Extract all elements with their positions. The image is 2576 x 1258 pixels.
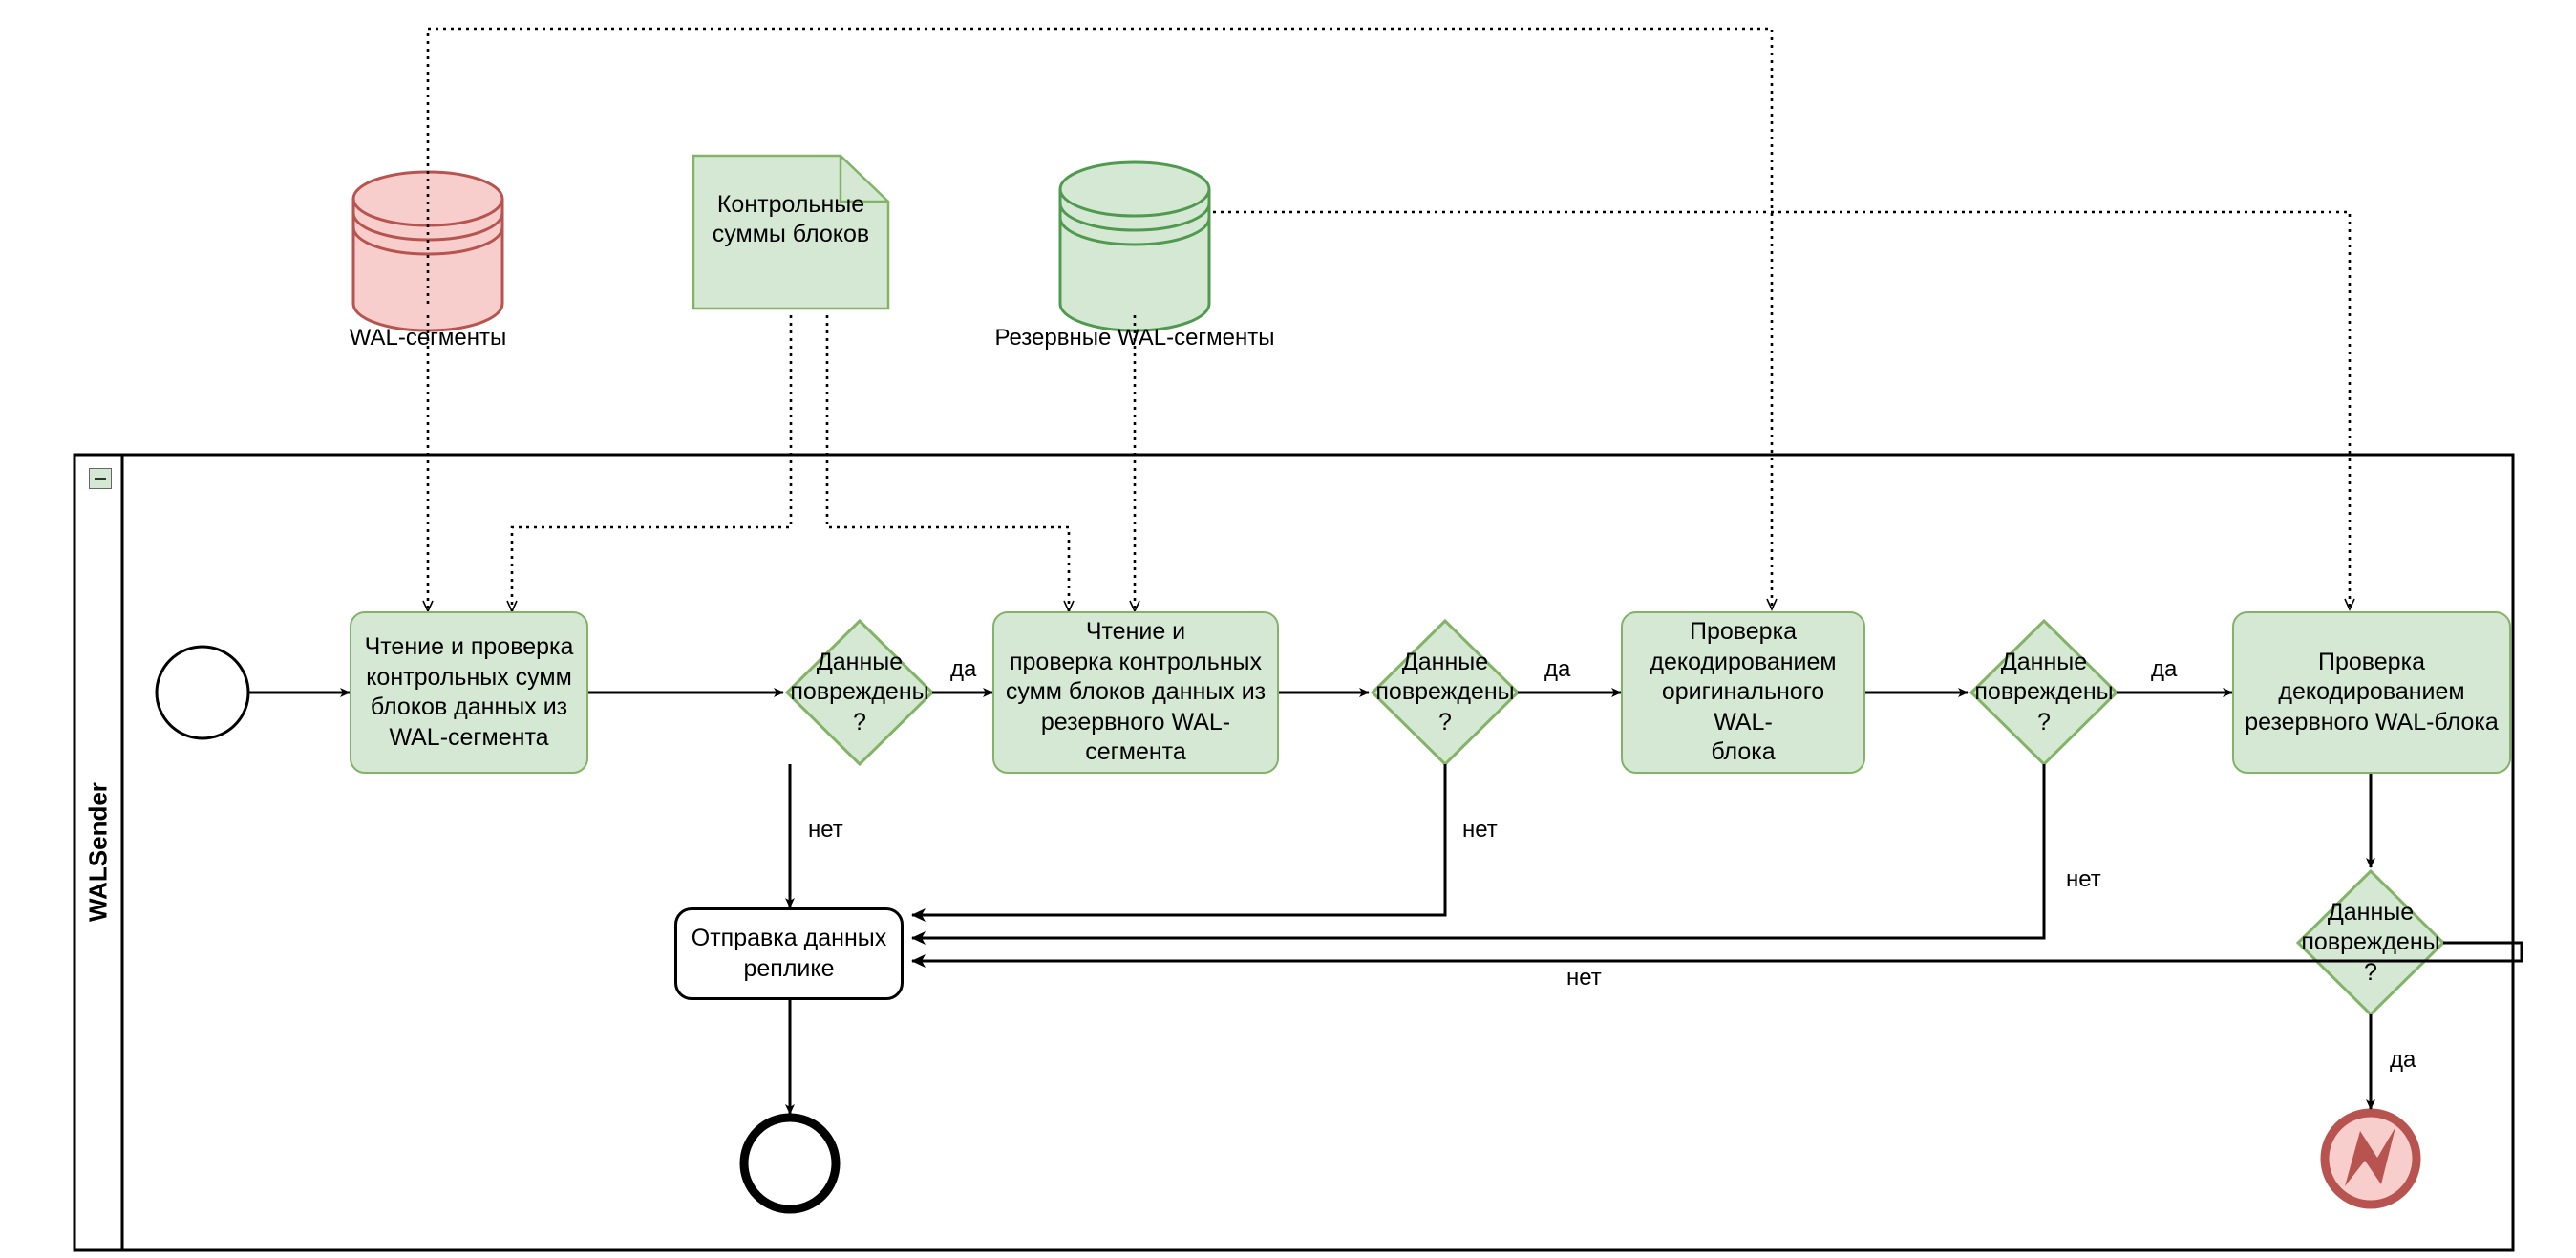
gateway-line: повреждены	[1974, 678, 2114, 706]
gateway-line: повреждены	[790, 678, 929, 706]
error-end-event	[2320, 1108, 2421, 1209]
flow-label-g2-yes: да	[1544, 656, 1571, 682]
gateway-line: ?	[853, 708, 866, 736]
datastore-backup-wal-label: Резервные WAL-сегменты	[994, 325, 1275, 351]
task-line: Чтение и	[1085, 618, 1186, 646]
gateway-data-corrupted-3[interactable]: Данные повреждены ?	[1971, 621, 2117, 764]
task-decode-check-original-wal-block[interactable]: Проверка декодированием оригинального WA…	[1621, 611, 1865, 774]
task-line: резервного WAL-блока	[2245, 708, 2499, 736]
gateway-line: Данные	[816, 648, 904, 675]
task-line: Чтение и проверка	[364, 633, 574, 660]
gateway-line: повреждены	[2301, 928, 2440, 956]
gateway-line: повреждены	[1375, 678, 1515, 706]
flow-label-g4-yes: да	[2390, 1047, 2416, 1073]
task-line: декодированием	[1650, 648, 1837, 675]
flow-label-g1-yes: да	[950, 656, 977, 682]
gateway-data-corrupted-1[interactable]: Данные повреждены ?	[787, 621, 932, 764]
task-line: Отправка данных	[691, 925, 887, 951]
dataobject-checksums-label: Контрольные суммы блоков	[693, 181, 888, 258]
flow-label-g1-no: нет	[808, 817, 843, 842]
gateway-line: Данные	[1401, 648, 1489, 675]
task-line: оригинального WAL-	[1661, 678, 1825, 736]
task-read-check-backup-wal-checksums[interactable]: Чтение и проверка контрольных сумм блоко…	[992, 611, 1279, 774]
task-line: Проверка	[2318, 648, 2425, 675]
flow-label-g2-no: нет	[1462, 817, 1498, 842]
task-line: блоков данных из	[370, 693, 568, 720]
gateway-data-corrupted-4[interactable]: Данные повреждены ?	[2298, 871, 2443, 1014]
task-line: проверка контрольных	[1009, 648, 1262, 675]
gateway-line: ?	[2364, 958, 2377, 986]
datastore-backup-wal-segments	[1058, 160, 1211, 332]
pool-walsender	[73, 453, 2515, 1252]
task-line: сегмента	[1085, 738, 1186, 766]
flow-label-g3-yes: да	[2151, 656, 2178, 682]
task-line: Проверка	[1690, 618, 1797, 646]
task-decode-check-backup-wal-block[interactable]: Проверка декодированием резервного WAL-б…	[2232, 611, 2511, 774]
gateway-line: ?	[1438, 708, 1452, 736]
task-line: реплике	[743, 954, 835, 982]
task-line: сумм блоков данных из	[1005, 678, 1267, 706]
task-read-check-wal-checksums[interactable]: Чтение и проверка контрольных сумм блоко…	[350, 611, 588, 774]
flow-label-g3-no: нет	[2066, 866, 2101, 892]
gateway-line: Данные	[2327, 898, 2415, 926]
dataobject-block-checksums	[692, 154, 890, 310]
data-associations	[422, 27, 2355, 613]
flow-label-g4-no: нет	[1566, 965, 1602, 991]
task-line: WAL-сегмента	[389, 723, 549, 751]
dataobject-line-1: Контрольные	[716, 190, 865, 218]
sequence-flows	[248, 688, 2523, 1115]
task-line: блока	[1711, 738, 1776, 766]
gateway-line: Данные	[2000, 648, 2088, 675]
start-event-circle	[155, 645, 250, 740]
task-line: контрольных сумм	[366, 663, 572, 691]
datastore-wal-label: WAL-сегменты	[349, 325, 507, 351]
dataobject-line-2: суммы блоков	[712, 221, 870, 247]
pool-collapse-icon[interactable]	[89, 468, 112, 489]
pool-label-walsender: WALSender	[83, 782, 113, 923]
gateway-line: ?	[2037, 708, 2051, 736]
task-line: декодированием	[2278, 678, 2465, 706]
end-event-circle	[739, 1113, 841, 1214]
task-send-data-to-replica[interactable]: Отправка данных реплике	[674, 907, 904, 1000]
gateway-data-corrupted-2[interactable]: Данные повреждены ?	[1373, 621, 1518, 764]
lightning-bolt-icon	[2345, 1127, 2395, 1186]
task-line: резервного WAL-	[1040, 708, 1231, 736]
